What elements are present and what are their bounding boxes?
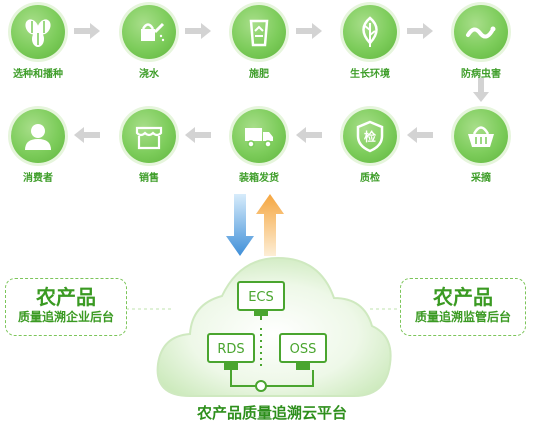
step-label: 消费者 [23,173,53,184]
arrow-down [473,78,489,102]
enterprise-backend-box: 农产品 质量追溯企业后台 [5,278,127,336]
basket-icon [468,126,494,147]
inspection-char: 检 [364,129,376,144]
step-label: 装箱发货 [239,173,279,184]
step-harvest: 采摘 [436,109,526,184]
arrow-up-orange [256,194,284,256]
arrow-left [185,127,211,143]
step-label: 选种和播种 [13,69,63,80]
inspection-shield-icon: 检 [356,120,384,153]
svg-text:RDS: RDS [217,342,244,357]
side-subtitle: 质量追溯企业后台 [17,310,114,324]
worm-icon [466,26,496,39]
seed-icon [25,19,51,47]
side-connectors [126,308,400,310]
fertilizer-bag-icon [249,19,269,47]
arrow-down-blue [226,194,254,256]
side-subtitle: 质量追溯监管后台 [414,310,511,324]
watering-can-icon [141,22,165,42]
step-watering: 浇水 [104,5,194,80]
step-inspection: 检 质检 [325,109,415,184]
user-icon [25,124,51,150]
step-label: 销售 [139,173,159,184]
arrow-right [185,23,211,39]
step-label: 防病虫害 [461,69,501,80]
arrow-left [407,127,433,143]
arrow-left [74,127,100,143]
data-exchange-arrows [226,194,284,256]
step-consumer: 消费者 [0,109,83,184]
side-title: 农产品 [433,285,493,309]
svg-text:ECS: ECS [248,290,274,305]
step-label: 质检 [360,173,380,184]
svg-text:OSS: OSS [290,342,317,357]
step-label: 施肥 [249,69,269,80]
truck-icon [245,128,273,148]
step-seeding: 选种和播种 [0,5,83,80]
arrow-right [296,23,322,39]
node-rds: RDS [207,333,255,370]
leaf-icon [362,16,378,47]
regulator-backend-box: 农产品 质量追溯监管后台 [400,278,526,336]
platform-label: 农产品质量追溯云平台 [196,404,347,422]
shop-icon [135,126,163,150]
step-fertilizing: 施肥 [214,5,304,80]
step-label: 生长环境 [350,69,390,80]
node-ecs: ECS [237,281,285,316]
flow-arrows [74,23,489,143]
step-label: 采摘 [471,173,491,184]
side-title: 农产品 [36,285,96,309]
cloud-shape [156,256,392,397]
node-oss: OSS [279,333,327,370]
step-label: 浇水 [139,69,159,80]
cloud-platform: ECS RDS OSS [156,256,392,397]
step-pest-control: 防病虫害 [436,5,526,80]
step-environment: 生长环境 [325,5,415,80]
arrow-left [296,127,322,143]
arrow-right [74,23,100,39]
arrow-right [407,23,433,39]
step-sales: 销售 [104,109,194,184]
step-shipping: 装箱发货 [214,109,304,184]
